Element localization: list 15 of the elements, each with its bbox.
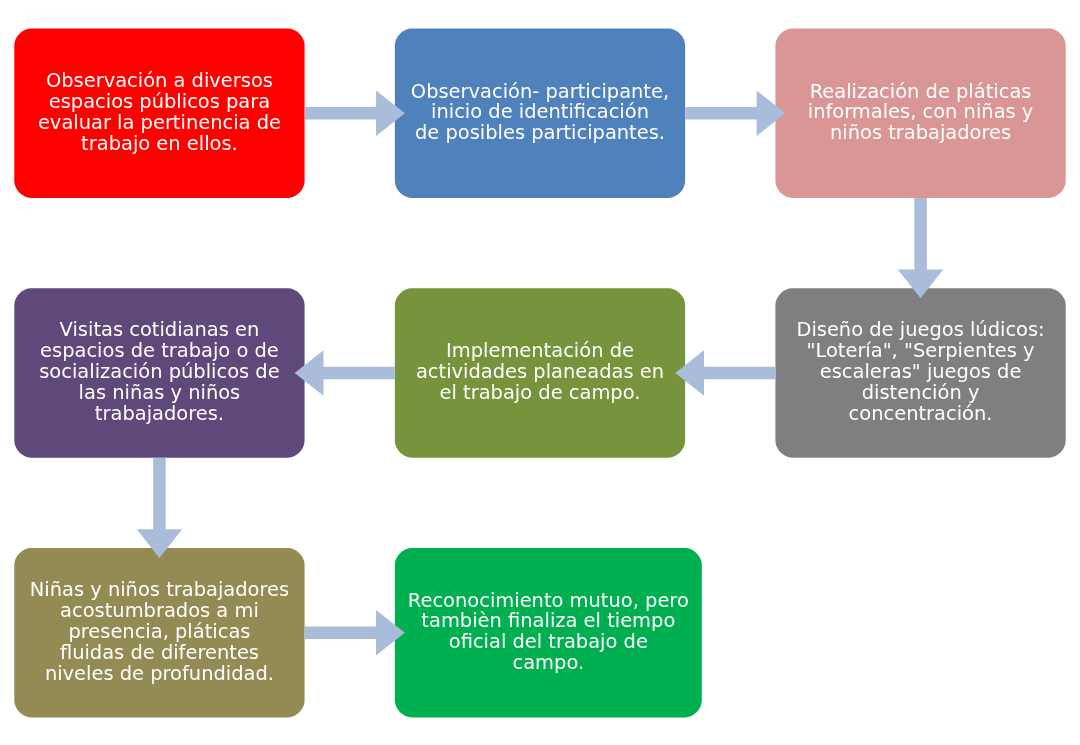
node-box: Observación a diversos espacios públicos para evaluar la pertinencia de trabajo en ellos.	[14, 28, 305, 198]
node-box: Diseño de juegos lúdicos: "Lotería", "Serpientes y escaleras" juegos de distención y concentración.	[775, 287, 1066, 458]
arrow	[294, 349, 395, 396]
arrow	[304, 90, 405, 136]
arrow	[897, 197, 944, 298]
arrow	[685, 90, 786, 136]
node-box: Visitas cotidianas en espacios de trabajo o de socialización públicos de las niñas y niños trabajadores.	[14, 287, 305, 458]
arrow	[304, 609, 405, 655]
arrow	[136, 457, 183, 558]
node-box: Realización de pláticas informales, con niñas y niños trabajadores	[775, 28, 1066, 198]
node-box: Reconocimiento mutuo, pero tambièn finaliza el tiempo oficial del trabajo de campo.	[394, 547, 702, 717]
node-box: Niñas y niños trabajadores acostumbrados a mi presencia, pláticas fluidas de diferentes niveles de profundidad.	[14, 547, 305, 717]
node-box: Observación- participante, inicio de identificación de posibles participantes.	[394, 28, 686, 198]
node-box: Implementación de actividades planeadas en el trabajo de campo.	[394, 287, 686, 458]
arrow	[675, 349, 776, 396]
